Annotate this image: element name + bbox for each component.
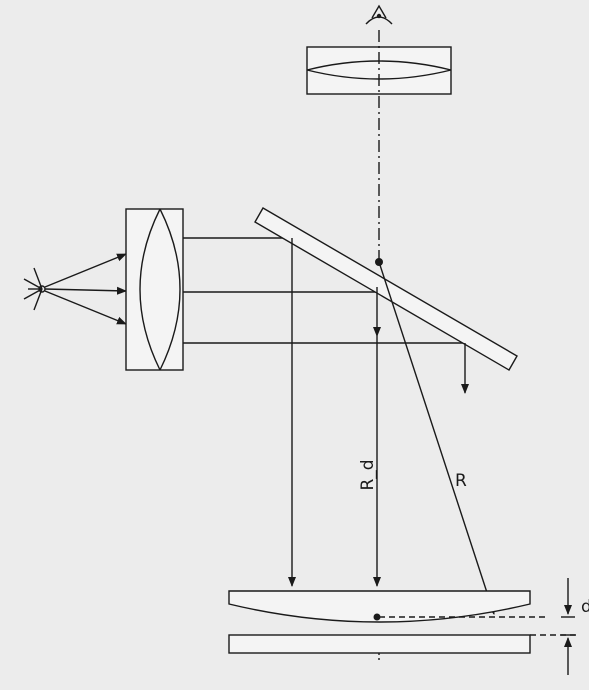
light-source-icon <box>23 267 46 311</box>
collimator-lens <box>125 208 184 371</box>
glass-flat <box>228 634 531 654</box>
label-gap: d <box>581 597 589 617</box>
eye-icon <box>365 4 393 25</box>
plano-convex-lens <box>228 590 531 623</box>
contact-point <box>373 613 381 621</box>
center-of-curvature <box>375 258 383 266</box>
source-ray-lower <box>44 290 127 325</box>
radius-r-line <box>378 261 496 615</box>
source-ray-upper <box>44 253 127 288</box>
beam-splitter-plate <box>254 207 518 371</box>
label-rd: R_d <box>358 459 378 490</box>
source-ray-middle <box>44 286 127 295</box>
label-r: R <box>455 471 467 491</box>
